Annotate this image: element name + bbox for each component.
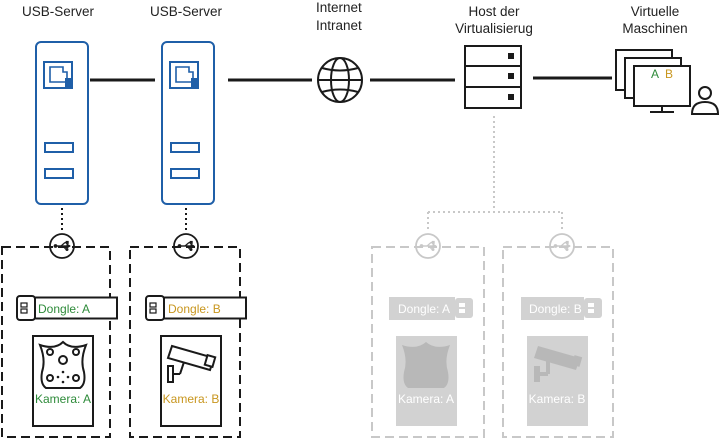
dongle-a-inactive: Dongle: A: [389, 297, 473, 320]
usb-port-icon: [170, 142, 200, 153]
dongle-a-label: Dongle: A: [38, 302, 90, 316]
usb-server-2-label: USB-Server: [150, 4, 223, 19]
virtualisierug-label: Virtualisierug: [455, 21, 533, 36]
usb-server-1[interactable]: [35, 41, 89, 205]
usb-server-1-label: USB-Server: [22, 4, 95, 19]
kamera-b-inactive-label: Kamera: B: [529, 392, 586, 406]
internet-label: Internet: [316, 0, 362, 15]
host-label: Host der: [468, 4, 520, 19]
security-camera-icon: [166, 344, 217, 383]
dongle-b: Dongle: B: [145, 295, 247, 321]
dongle-b-inactive: Dongle: B: [521, 297, 602, 320]
kamera-a: Kamera: A: [32, 335, 94, 427]
kamera-a-label: Kamera: A: [35, 392, 91, 406]
group-box-a-inactive: [371, 246, 485, 438]
vm-screen-a: A: [651, 67, 659, 81]
group-box-b: [129, 246, 241, 438]
security-camera-icon: [534, 346, 583, 382]
host-server-rack-icon: [464, 45, 522, 109]
dongle-a-inactive-label: Dongle: A: [398, 302, 450, 316]
maschinen-label: Maschinen: [622, 21, 687, 36]
ethernet-port-icon: [169, 61, 199, 89]
group-boxes: [1, 246, 614, 438]
globe-icon: [317, 57, 363, 103]
usb-port-icon: [44, 168, 74, 179]
kamera-a-inactive: Kamera: A: [396, 336, 457, 426]
intranet-label: Intranet: [316, 18, 362, 33]
dongle-a: Dongle: A: [16, 295, 118, 321]
user-icon: [690, 86, 720, 115]
usb-port-icon: [44, 142, 74, 153]
dongle-b-inactive-label: Dongle: B: [529, 302, 582, 316]
vm-screen-b: B: [665, 67, 673, 81]
server-usb-dotted-links: [61, 208, 187, 232]
scanner-mask-icon: [38, 340, 88, 389]
group-box-b-inactive: [502, 246, 614, 438]
usb-server-2[interactable]: [161, 41, 215, 205]
group-box-a: [1, 246, 111, 438]
ethernet-port-icon: [43, 61, 73, 89]
dongle-b-label: Dongle: B: [168, 302, 221, 316]
scanner-mask-icon: [402, 342, 450, 388]
usb-port-icon: [170, 168, 200, 179]
virtual-machines-icon: A B: [615, 49, 691, 113]
host-dotted-tree: [427, 116, 563, 232]
kamera-b-inactive: Kamera: B: [527, 336, 588, 426]
kamera-a-inactive-label: Kamera: A: [398, 392, 454, 406]
virtuelle-label: Virtuelle: [631, 4, 680, 19]
connection-lines: [90, 76, 612, 82]
kamera-b-label: Kamera: B: [163, 392, 220, 406]
kamera-b: Kamera: B: [160, 335, 222, 427]
